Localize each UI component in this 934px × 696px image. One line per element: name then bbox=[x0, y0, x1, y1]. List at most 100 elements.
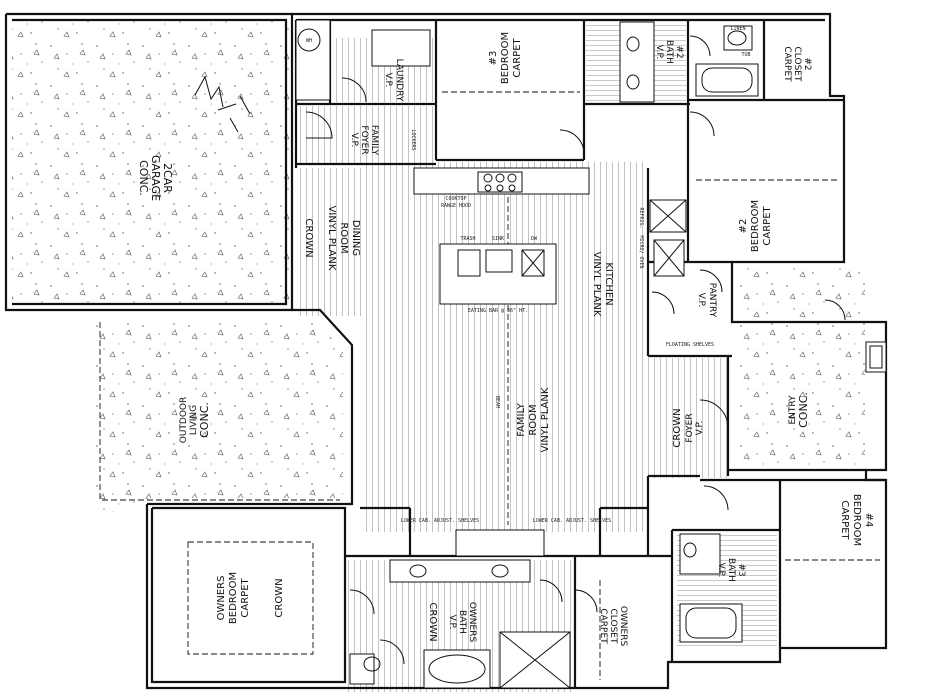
svg-text:VINYL PLANK: VINYL PLANK bbox=[326, 206, 337, 271]
svg-text:OWNERS: OWNERS bbox=[467, 602, 477, 643]
svg-text:CONC.: CONC. bbox=[797, 392, 810, 428]
svg-text:#2: #2 bbox=[802, 57, 812, 70]
svg-text:CARPET: CARPET bbox=[782, 46, 792, 82]
tub-note: TUB bbox=[741, 52, 750, 58]
small-notes: LOCKERS COOKTOP RANGE HOOD TRASH SINK DW… bbox=[306, 26, 751, 524]
door-swings bbox=[305, 35, 846, 665]
lower-cab-right-note: LOWER CAB. ADJUST. SHELVES bbox=[533, 518, 611, 524]
svg-text:2CAR: 2CAR bbox=[161, 163, 174, 193]
garage-label: 2CAR GARAGE CONC. bbox=[137, 155, 174, 201]
entry-label: ENTRY CONC. bbox=[788, 392, 810, 428]
garage-floor bbox=[12, 20, 289, 307]
beam-note: BEAM bbox=[494, 396, 500, 408]
svg-text:CROWN: CROWN bbox=[274, 578, 285, 617]
bed2-label: #2 BEDROOM CARPET bbox=[738, 200, 773, 252]
svg-text:V.P.: V.P. bbox=[447, 615, 457, 630]
svg-text:BEDROOM: BEDROOM bbox=[750, 200, 761, 252]
range-hood-note: RANGE HOOD bbox=[441, 203, 471, 209]
svg-text:CROWN: CROWN bbox=[427, 602, 438, 641]
refrig-note: REFRIG. bbox=[638, 207, 644, 228]
floating-shelves-note: FLOATING SHELVES bbox=[666, 342, 714, 348]
svg-text:CARPET: CARPET bbox=[598, 608, 608, 644]
lower-cab-left-note: LOWER CAB. ADJUST. SHELVES bbox=[401, 518, 479, 524]
bath3-label: #3 BATH V.P. bbox=[716, 558, 746, 582]
pantry-label: PANTRY V.P. bbox=[696, 283, 717, 318]
dining-label: DINING ROOM VINYL PLANK CROWN bbox=[303, 206, 361, 271]
svg-text:BEDROOM: BEDROOM bbox=[851, 494, 862, 546]
svg-text:FAMILY: FAMILY bbox=[516, 402, 527, 436]
family-label: FAMILY ROOM VINYL PLANK bbox=[516, 387, 551, 452]
dashed-lines bbox=[99, 91, 880, 680]
svg-text:BATH: BATH bbox=[726, 558, 736, 582]
svg-text:#2: #2 bbox=[738, 219, 749, 234]
dw-note: DW bbox=[531, 236, 538, 242]
svg-text:FOYER: FOYER bbox=[685, 413, 695, 442]
svg-text:CLOSET: CLOSET bbox=[608, 609, 618, 644]
svg-text:V.P.: V.P. bbox=[349, 133, 359, 148]
svg-text:CROWN: CROWN bbox=[303, 218, 314, 257]
svg-text:OWNERS: OWNERS bbox=[618, 606, 628, 647]
svg-text:VINYL PLANK: VINYL PLANK bbox=[591, 252, 602, 317]
svg-text:KITCHEN: KITCHEN bbox=[603, 262, 614, 305]
dining-floor bbox=[297, 168, 361, 316]
micro-oven-note: MICRO/ OVEN bbox=[638, 235, 644, 268]
fixtures bbox=[194, 19, 887, 689]
eating-bar-note: EATING BAR @ 36" HT. bbox=[468, 308, 528, 314]
svg-text:OWNERS: OWNERS bbox=[216, 576, 227, 621]
laundry-label: LAUNDRY V.P. bbox=[383, 59, 404, 102]
foyer-label: CROWN FOYER V.P. bbox=[672, 408, 705, 447]
closet2-label: #2 CLOSET CARPET bbox=[782, 46, 812, 82]
svg-text:CARPET: CARPET bbox=[240, 577, 251, 617]
outdoor-living-floor bbox=[94, 322, 343, 512]
svg-text:CARPET: CARPET bbox=[762, 205, 773, 245]
family-foyer-floor bbox=[300, 106, 435, 164]
lockers-note: LOCKERS bbox=[410, 129, 416, 150]
svg-text:CONC.: CONC. bbox=[198, 402, 211, 438]
cooktop-note: COOKTOP bbox=[445, 196, 466, 202]
svg-text:PANTRY: PANTRY bbox=[707, 283, 717, 318]
linen-note: LINEN bbox=[730, 26, 745, 32]
svg-text:BATH: BATH bbox=[664, 40, 674, 64]
foyer-floor bbox=[648, 358, 728, 478]
svg-text:ENTRY: ENTRY bbox=[788, 395, 798, 425]
family-foyer-label: FAMILY FOYER V.P. bbox=[349, 125, 379, 156]
kitchen-label: KITCHEN VINYL PLANK bbox=[591, 252, 614, 317]
room-labels: 2CAR GARAGE CONC. OUTDOOR LIVING CONC. D… bbox=[137, 32, 874, 647]
svg-text:V.P.: V.P. bbox=[696, 293, 706, 308]
svg-text:DINING: DINING bbox=[350, 220, 361, 256]
wh-note: WH bbox=[306, 38, 312, 44]
svg-text:BATH: BATH bbox=[457, 610, 467, 634]
svg-text:BEDROOM: BEDROOM bbox=[228, 572, 239, 624]
owners-closet-label: OWNERS CLOSET CARPET bbox=[598, 606, 628, 647]
bed4-label: #4 BEDROOM CARPET bbox=[839, 494, 874, 546]
trash-note: TRASH bbox=[460, 236, 475, 242]
entry-floor bbox=[735, 268, 865, 468]
svg-text:CROWN: CROWN bbox=[672, 408, 683, 447]
owners-bath-label: OWNERS BATH V.P. CROWN bbox=[427, 602, 477, 643]
family-kitchen-floor bbox=[361, 162, 647, 532]
svg-text:BEDROOM: BEDROOM bbox=[500, 32, 511, 84]
svg-text:LIVING: LIVING bbox=[189, 405, 199, 435]
svg-text:CARPET: CARPET bbox=[512, 37, 523, 77]
svg-text:#4: #4 bbox=[863, 513, 874, 528]
svg-text:V.P.: V.P. bbox=[383, 73, 393, 88]
svg-text:FOYER: FOYER bbox=[359, 125, 369, 154]
bed3-label: #3 BEDROOM CARPET bbox=[488, 32, 523, 84]
sink-note: SINK bbox=[492, 236, 504, 242]
svg-text:FAMILY: FAMILY bbox=[369, 125, 379, 156]
svg-text:OUTDOOR: OUTDOOR bbox=[179, 397, 189, 444]
svg-text:V.P.: V.P. bbox=[695, 421, 705, 436]
svg-text:ROOM: ROOM bbox=[338, 222, 349, 253]
svg-text:ROOM: ROOM bbox=[528, 404, 539, 435]
svg-text:V.P.: V.P. bbox=[716, 563, 726, 578]
svg-text:#3: #3 bbox=[488, 51, 499, 66]
outdoor-label: OUTDOOR LIVING CONC. bbox=[179, 397, 211, 444]
svg-text:CONC.: CONC. bbox=[137, 160, 150, 196]
svg-text:CARPET: CARPET bbox=[839, 500, 850, 540]
svg-text:#3: #3 bbox=[736, 563, 746, 576]
owners-bed-label: OWNERS BEDROOM CARPET CROWN bbox=[216, 572, 285, 624]
svg-text:#2: #2 bbox=[674, 45, 684, 58]
svg-text:GARAGE: GARAGE bbox=[149, 155, 162, 201]
svg-text:VINYL PLANK: VINYL PLANK bbox=[540, 387, 551, 452]
